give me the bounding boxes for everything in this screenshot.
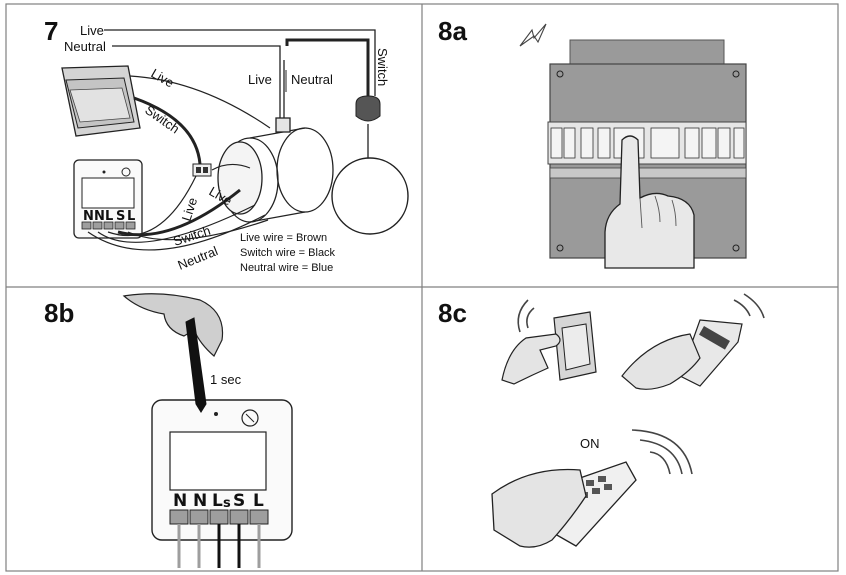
- panel-frame: [5, 3, 839, 572]
- switch-live-wire: [129, 75, 271, 129]
- reset-button-icon: [214, 412, 218, 416]
- hand-pointing-icon: [604, 135, 695, 269]
- junction-box-icon: [217, 117, 334, 223]
- panel-label-7: 7: [44, 16, 59, 46]
- neutral-bottom-label: Neutral: [176, 243, 221, 273]
- finger-lines: [639, 195, 677, 229]
- panel-7-wiring: Live Neutral Live Neutral Switch: [61, 23, 409, 274]
- terminal-wires: [177, 524, 261, 568]
- wall-switch-icon: [61, 65, 141, 137]
- module-live-wire: [107, 175, 197, 237]
- dial-knob-icon: [241, 409, 259, 427]
- switch-mains-wire: [285, 38, 370, 96]
- legend-switch: Switch wire = Black: [240, 247, 336, 259]
- connector-wire: [211, 163, 251, 171]
- live-module-label: Live: [179, 196, 201, 223]
- lower-rail: [549, 167, 747, 179]
- screw-icon: [732, 244, 740, 252]
- legend-neutral: Neutral wire = Blue: [240, 262, 333, 274]
- switch-switch-wire: [133, 96, 202, 165]
- legend-live: Live wire = Brown: [240, 232, 327, 244]
- signal-waves-icon: [517, 293, 765, 475]
- relay-module-icon: N N L S L: [73, 159, 143, 239]
- switch-vertical-label: Switch: [375, 48, 390, 86]
- remote-hand-bottom-icon: [491, 461, 637, 548]
- pen-icon: [185, 317, 207, 413]
- live-mid-label: Live: [248, 72, 272, 87]
- live-mains-wire: [104, 29, 376, 96]
- press-duration-label: 1 sec: [210, 372, 242, 387]
- terminal-label-n2: N: [193, 491, 207, 511]
- wire-connector-icon: [192, 163, 212, 177]
- terminal-blocks: [169, 509, 269, 525]
- hand-holding-pen-icon: [122, 293, 224, 357]
- small-terminal-n1: N: [83, 209, 94, 224]
- screw-icon: [556, 70, 564, 78]
- breaker-top-cover: [569, 39, 725, 67]
- small-terminal-ls: L: [105, 209, 113, 224]
- remote-hand-top-icon: [621, 319, 743, 390]
- screw-icon: [732, 70, 740, 78]
- panel-label-8b: 8b: [44, 298, 75, 328]
- small-terminal-n2: N: [94, 209, 105, 224]
- power-bolt-icon: [519, 23, 547, 47]
- small-terminal-s: S: [116, 209, 125, 224]
- wall-switch-press-icon: [501, 311, 597, 385]
- neutral-mains-wire: [112, 45, 281, 120]
- terminal-label-n1: N: [173, 491, 187, 511]
- mains-lines: [104, 29, 376, 120]
- panel-7-wires: [87, 75, 271, 251]
- terminal-label-l: L: [253, 491, 264, 511]
- switch-diagonal-label: Switch: [142, 102, 182, 136]
- terminal-label-ls: L: [212, 491, 223, 511]
- panel-8c-pairing: ON: [491, 293, 765, 548]
- module-label-area: [169, 431, 267, 491]
- small-terminal-l: L: [127, 209, 135, 224]
- module-l-wire: [127, 219, 269, 241]
- neutral-mid-label: Neutral: [291, 72, 333, 87]
- on-label: ON: [580, 436, 600, 451]
- dial-slot: [245, 413, 255, 423]
- lamp-icon: [331, 95, 409, 235]
- terminal-label-s: S: [233, 491, 245, 511]
- panel-8a-breaker: [519, 23, 747, 269]
- neutral-top-label: Neutral: [64, 39, 106, 54]
- live-top-label: Live: [80, 23, 104, 38]
- module-neutral-wire-1: [97, 204, 256, 243]
- panel-8b-reset: N N L s S L 1 sec: [122, 293, 293, 568]
- terminal-sub-s: s: [223, 496, 231, 511]
- module-switch-wire: [117, 188, 241, 237]
- live-diagonal-label: Live: [149, 66, 177, 91]
- module-neutral-wire-2: [87, 214, 266, 251]
- panel-label-8c: 8c: [438, 298, 467, 328]
- screw-icon: [556, 244, 564, 252]
- panel-label-8a: 8a: [438, 16, 467, 46]
